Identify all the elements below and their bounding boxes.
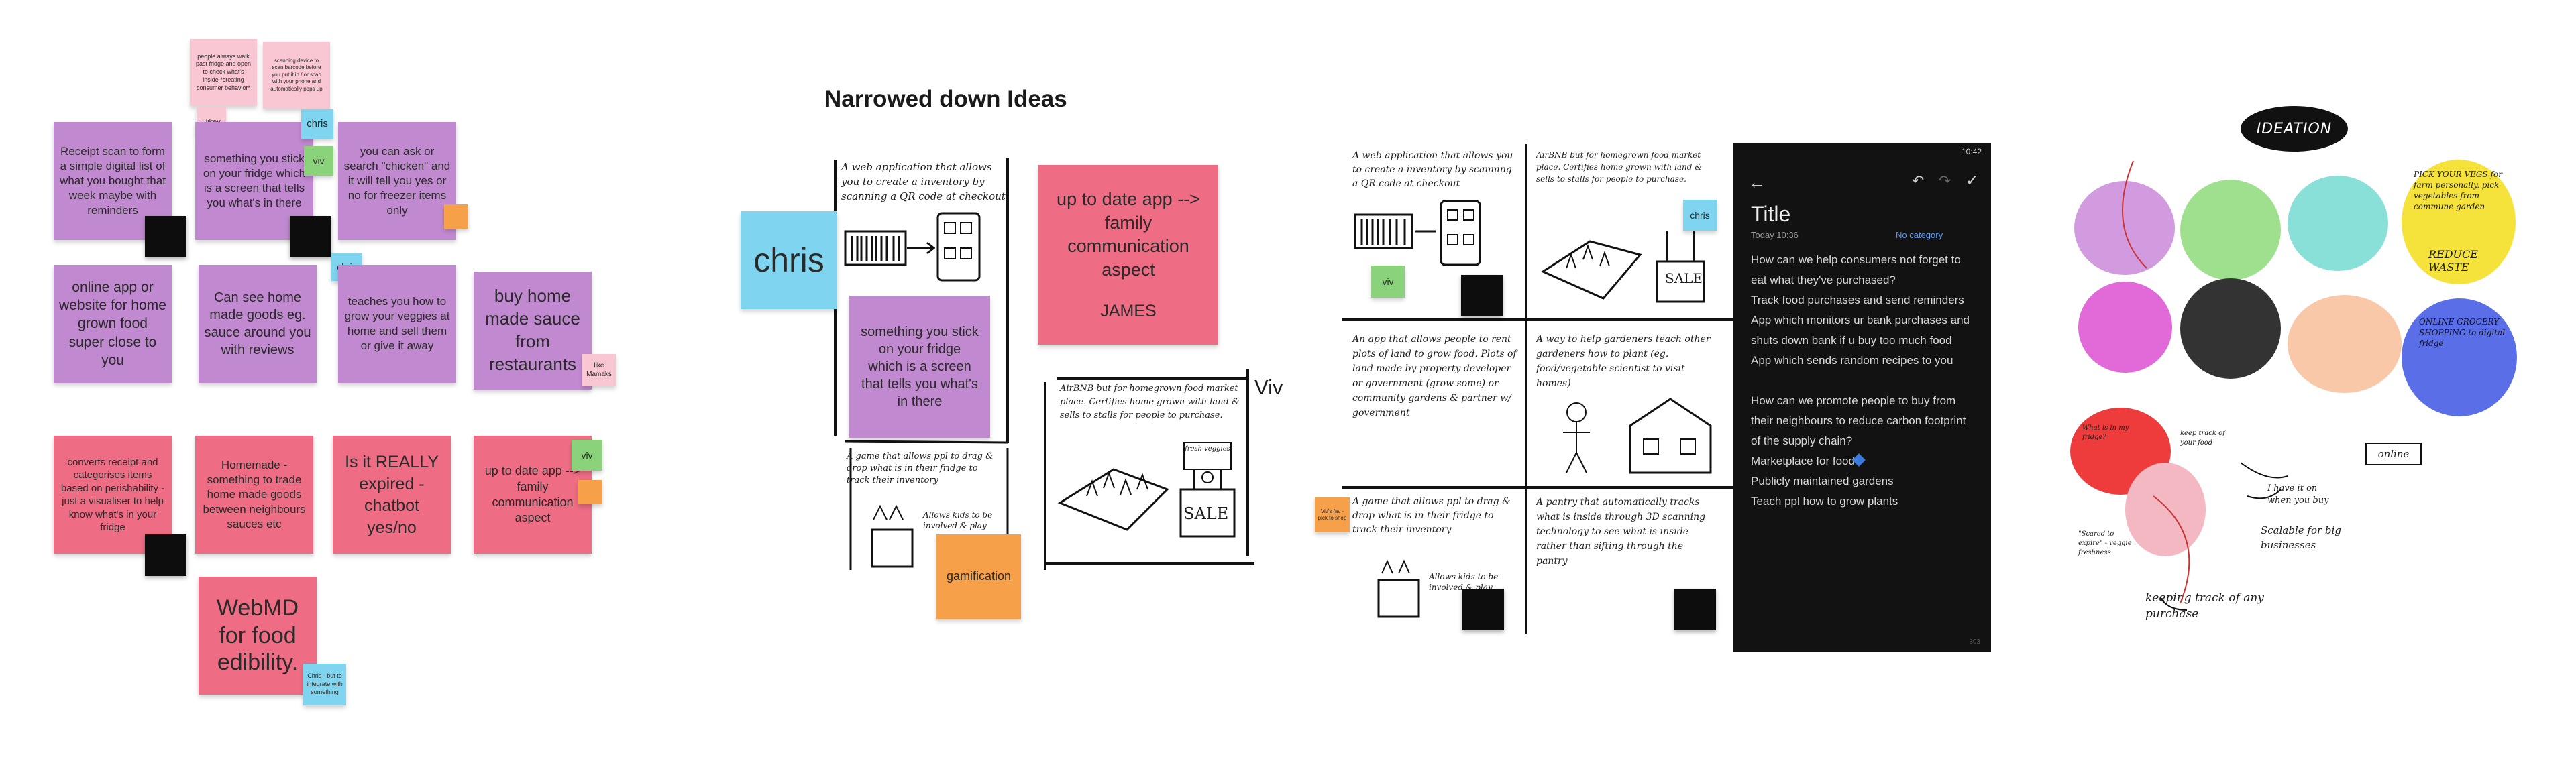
sketch-label-sale: SALE — [1665, 270, 1703, 286]
ideation-annotation-keep-track: keep track of your food — [2180, 430, 2225, 447]
sticky-note-like-mamaks[interactable]: like Mamaks — [582, 354, 616, 386]
sketch-text-pantry: A pantry that automatically tracks what … — [1536, 497, 1706, 567]
sticky-note-something-stick[interactable]: something you stick on your fridge which… — [849, 296, 990, 438]
sketch-text-rent-land: An app that allows people to rent plots … — [1352, 334, 1517, 418]
ideation-pick-your-veg: PICK YOUR VEGS for farm personally, pick… — [2414, 170, 2502, 211]
sticky-note-homemade-trade[interactable]: Homemade - something to trade home made … — [195, 436, 313, 554]
sketch-text-kids: Allows kids to be involved & play — [923, 510, 993, 530]
blob-pink — [2125, 463, 2206, 556]
sketch-label-fresh: fresh veggies — [1185, 445, 1230, 453]
black-note[interactable] — [1674, 589, 1716, 630]
sticky-note-webmd[interactable]: WebMD for food edibility. — [199, 577, 317, 695]
note-line: App which monitors ur bank purchases and — [1751, 314, 1970, 327]
ideation-reduce-waste: REDUCE WASTE — [2428, 248, 2478, 274]
sticky-note-converts-receipt[interactable]: converts receipt and categorises items b… — [54, 436, 172, 554]
sticky-note-scanning-device[interactable]: scanning device to scan barcode before y… — [263, 42, 330, 109]
blob-magenta — [2078, 282, 2172, 373]
sticky-note-ask-chicken[interactable]: you can ask or search "chicken" and it w… — [338, 122, 456, 240]
sketch-text-game: A game that allows ppl to drag & drop wh… — [847, 451, 994, 485]
blob-yellow — [2402, 160, 2516, 284]
ideation-title: IDEATION — [2241, 106, 2348, 152]
sticky-note-buy-home-made[interactable]: buy home made sauce from restaurants — [474, 272, 592, 390]
note-line: Teach ppl how to grow plants — [1751, 495, 1898, 508]
sticky-note-gamification[interactable]: gamification — [936, 534, 1021, 619]
sketch-text-airbnb-food: AirBNB but for homegrown food market pla… — [1060, 384, 1240, 420]
black-note[interactable] — [145, 216, 186, 257]
sticky-note-author: JAMES — [1100, 301, 1157, 320]
status-bar: 10:42 — [1961, 147, 1982, 156]
ideation-online-tag: online — [2365, 443, 2422, 465]
blob-green — [2180, 180, 2281, 280]
section-title: Narrowed down Ideas — [824, 86, 1067, 112]
black-note[interactable] — [1461, 275, 1503, 316]
sketch-text-qr-app: A web application that allows you to cre… — [1352, 150, 1513, 189]
undo-icon[interactable]: ↶ — [1912, 172, 1925, 189]
note-line: App which sends random recipes to you — [1751, 354, 1953, 367]
sticky-note-up-to-date-family[interactable]: up to date app --> family communication … — [1038, 165, 1218, 345]
phone-screenshot: 10:42 ← ↶ ↷ ✓ Title Today 10:36 No categ… — [1733, 143, 1991, 652]
note-title[interactable]: Title — [1751, 202, 1791, 226]
check-icon[interactable]: ✓ — [1966, 172, 1980, 190]
note-line: How can we help consumers not forget to — [1751, 253, 1961, 266]
black-note[interactable] — [290, 216, 331, 257]
sticky-note-chris-integrate[interactable]: Chris - but to integrate with something — [303, 664, 346, 705]
note-line: Marketplace for food — [1751, 455, 1855, 467]
redo-icon[interactable]: ↷ — [1939, 172, 1951, 189]
sketch-text-airbnb-food: AirBNB but for homegrown food market pla… — [1536, 150, 1702, 184]
sketch-text-qr-app: A web application that allows you to cre… — [841, 161, 1006, 202]
ideation-arrows — [2122, 160, 2288, 611]
sketch-board-3 — [1342, 144, 1737, 634]
tag-viv[interactable]: viv — [572, 440, 602, 471]
note-line: Publicly maintained gardens — [1751, 475, 1894, 487]
sketch-text-game: A game that allows ppl to drag & drop wh… — [1352, 496, 1511, 535]
black-note[interactable] — [1462, 589, 1504, 630]
note-line: shuts down bank if u buy too much food — [1751, 334, 1952, 347]
sketch-board-2 — [834, 158, 1254, 570]
note-line: of the supply chain? — [1751, 434, 1853, 447]
sketch-label-sale: SALE — [1183, 504, 1229, 523]
blob-cyan — [2288, 176, 2388, 271]
sticky-note-vivs-fav[interactable]: Viv's fav - pick to shop — [1315, 497, 1350, 532]
tag-orange[interactable] — [578, 480, 602, 504]
note-footer: 303 — [1969, 638, 1980, 646]
tag-viv[interactable]: viv — [1371, 266, 1405, 298]
sketch-text-gardeners: A way to help gardeners teach other gard… — [1536, 334, 1711, 389]
tag-viv[interactable]: viv — [304, 146, 333, 176]
sticky-note-receipt-scan[interactable]: Receipt scan to form a simple digital li… — [54, 122, 172, 240]
note-date: Today 10:36 — [1751, 230, 1799, 240]
sticky-note-home-made-goods[interactable]: Can see home made goods eg. sauce around… — [199, 265, 317, 383]
viv-label: Viv — [1254, 375, 1283, 399]
ideation-annotation-scalable: Scalable for big businesses — [2261, 524, 2341, 551]
tag-chris[interactable]: chris — [301, 109, 333, 139]
note-line: their neighbours to reduce carbon footpr… — [1751, 414, 1966, 427]
note-line — [1751, 371, 1986, 391]
blob-peach — [2288, 295, 2402, 393]
back-arrow-icon[interactable]: ← — [1748, 172, 1766, 192]
black-note[interactable] — [145, 534, 186, 576]
sticky-note-fridge-behavior[interactable]: people always walk past fridge and open … — [190, 39, 257, 106]
sticky-note-body: up to date app --> family communication … — [1057, 188, 1200, 280]
note-line: How can we promote people to buy from — [1751, 394, 1956, 407]
blob-blue — [2402, 298, 2517, 416]
tag-orange[interactable] — [444, 204, 468, 229]
tag-chris[interactable]: chris — [1683, 200, 1717, 231]
sticky-note-chris[interactable]: chris — [741, 211, 837, 309]
note-line: Track food purchases and send reminders — [1751, 294, 1964, 306]
note-line: eat what they've purchased? — [1751, 274, 1896, 286]
note-body[interactable]: How can we help consumers not forget to … — [1751, 250, 1986, 512]
ideation-online-grocery: ONLINE GROCERY SHOPPING to digital fridg… — [2419, 317, 2506, 348]
sticky-note-teaches-grow[interactable]: teaches you how to grow your veggies at … — [338, 265, 456, 383]
sticky-note-is-it-expired[interactable]: Is it REALLY expired - chatbot yes/no — [333, 436, 451, 554]
ideation-annotation-fridge: What is in my fridge? — [2082, 424, 2129, 441]
ideation-annotation-keeping-track: keeping track of any purchase — [2145, 591, 2264, 621]
blob-black — [2180, 278, 2281, 379]
ideation-annotation-scared: "Scared to expire" - veggie freshness — [2078, 530, 2132, 556]
sticky-note-online-app[interactable]: online app or website for home grown foo… — [54, 265, 172, 383]
note-category[interactable]: No category — [1896, 230, 1943, 240]
